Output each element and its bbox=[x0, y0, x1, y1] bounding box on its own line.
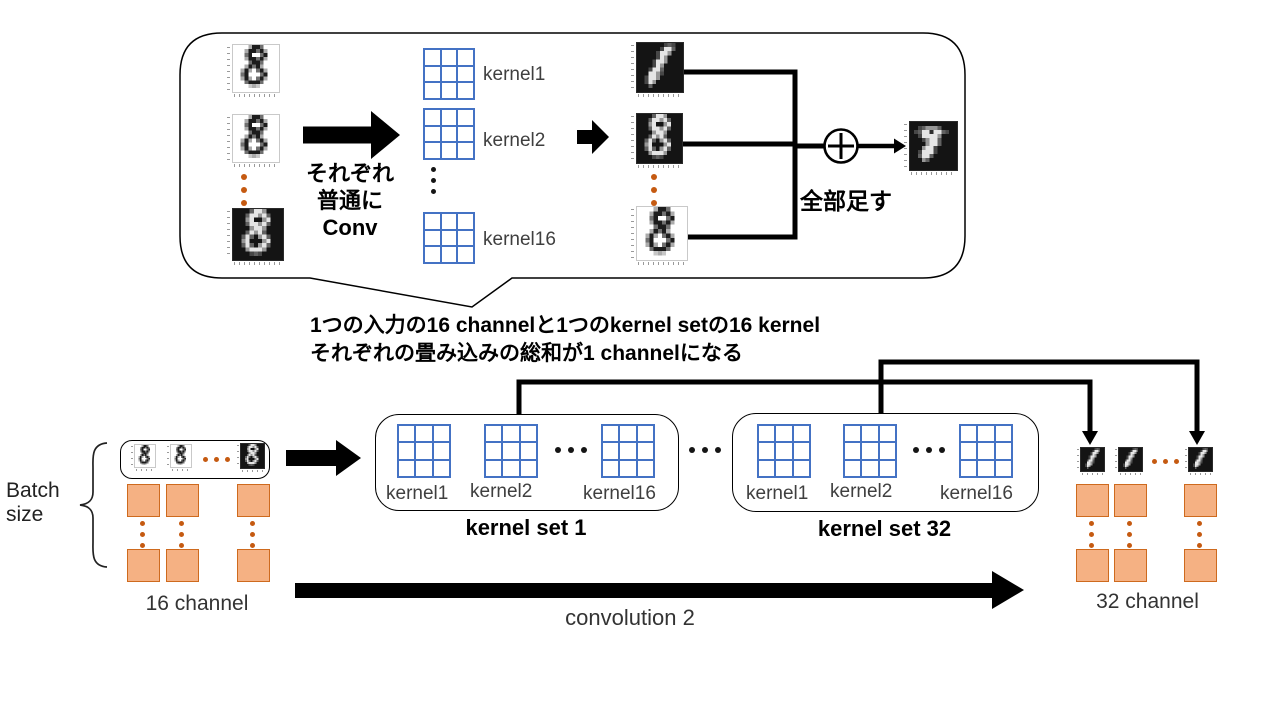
channel-square bbox=[1076, 549, 1109, 582]
ellipsis-dots-vertical bbox=[428, 166, 438, 194]
kernel-grid bbox=[484, 424, 538, 478]
kernel1-label: kernel1 bbox=[386, 483, 449, 504]
kernel2-label: kernel2 bbox=[830, 481, 893, 502]
kernel-grid bbox=[843, 424, 897, 478]
callout-input-image-16 bbox=[226, 208, 284, 268]
ellipsis-dots-vertical bbox=[247, 520, 257, 548]
ellipsis-dots-horizontal bbox=[689, 446, 721, 454]
callout-conv-result-image-1 bbox=[630, 42, 684, 100]
small-right-arrow-icon bbox=[577, 120, 609, 154]
channel-square bbox=[166, 484, 199, 517]
caption-line2: それぞれの畳み込みの総和が1 channelになる bbox=[310, 342, 743, 365]
ellipsis-dots-horizontal bbox=[199, 455, 233, 463]
batch-size-brace bbox=[79, 442, 108, 568]
kernel-set32-title: kernel set 32 bbox=[817, 516, 952, 541]
kernel-grid bbox=[397, 424, 451, 478]
kernel1-label: kernel1 bbox=[746, 483, 809, 504]
conv-instruction-text: それぞれ 普通に Conv bbox=[288, 160, 412, 241]
channel-square bbox=[1184, 549, 1217, 582]
conv-right-arrow-icon bbox=[303, 111, 400, 159]
callout-conv-result-image-16 bbox=[630, 206, 688, 268]
ellipsis-dots-horizontal bbox=[913, 446, 945, 454]
kernel-grid bbox=[959, 424, 1013, 478]
kernel-grid-16 bbox=[423, 212, 475, 264]
callout-input-image-2 bbox=[226, 114, 280, 170]
convolution2-arrow-icon bbox=[295, 571, 1024, 609]
conv-instruction-line2: 普通に bbox=[316, 188, 383, 213]
channel-square bbox=[127, 484, 160, 517]
kernel-set32-connector bbox=[878, 359, 1205, 445]
ellipsis-dots-vertical bbox=[1086, 520, 1096, 548]
kernel2-label: kernel2 bbox=[483, 130, 546, 151]
kernel1-label: kernel1 bbox=[483, 64, 546, 85]
callout-sum-result-image bbox=[903, 121, 958, 178]
kernel-set1-connector bbox=[516, 379, 1098, 445]
batch-size-line1: Batch bbox=[6, 479, 60, 502]
batch-size-label: Batch size bbox=[6, 479, 60, 527]
output-channel-image-2 bbox=[1114, 447, 1143, 477]
callout-conv-result-image-2 bbox=[630, 113, 683, 171]
output-channel-image-32 bbox=[1184, 447, 1213, 477]
kernel16-label: kernel16 bbox=[940, 483, 1013, 504]
sum-output-arrowhead bbox=[894, 138, 906, 154]
ellipsis-dots-vertical bbox=[137, 520, 147, 548]
channel-square bbox=[166, 549, 199, 582]
kernel-grid-2 bbox=[423, 108, 475, 160]
input-channel-image-16 bbox=[236, 443, 265, 474]
sum-connector-lines bbox=[683, 69, 824, 240]
sum-all-text: 全部足す bbox=[800, 188, 892, 214]
input-channel-image-1 bbox=[130, 444, 156, 473]
ellipsis-dots-horizontal bbox=[1148, 457, 1182, 465]
kernel-set1-title: kernel set 1 bbox=[465, 515, 587, 540]
channel-square bbox=[1114, 484, 1147, 517]
caption-line1: 1つの入力の16 channelと1つのkernel setの16 kernel bbox=[310, 314, 821, 337]
kernel16-label: kernel16 bbox=[583, 483, 656, 504]
ellipsis-dots-vertical bbox=[176, 520, 186, 548]
input-channel-count-label: 16 channel bbox=[145, 592, 249, 615]
conv-instruction-line1: それぞれ bbox=[305, 161, 394, 186]
channel-square bbox=[1076, 484, 1109, 517]
output-channel-count-label: 32 channel bbox=[1096, 590, 1199, 613]
channel-square bbox=[237, 484, 270, 517]
output-channel-image-1 bbox=[1076, 447, 1105, 477]
ellipsis-dots-horizontal bbox=[555, 446, 587, 454]
callout-input-image-1 bbox=[226, 44, 280, 100]
channel-square bbox=[1184, 484, 1217, 517]
ellipsis-dots-vertical bbox=[1124, 520, 1134, 548]
kernel-grid bbox=[601, 424, 655, 478]
kernel2-label: kernel2 bbox=[470, 481, 533, 502]
channel-square bbox=[1114, 549, 1147, 582]
kernel-grid bbox=[757, 424, 811, 478]
batch-size-line2: size bbox=[6, 503, 44, 526]
kernel16-label: kernel16 bbox=[483, 229, 556, 250]
ellipsis-dots-vertical bbox=[238, 174, 250, 206]
kernel-grid-1 bbox=[423, 48, 475, 100]
caption-text: 1つの入力の16 channelと1つのkernel setの16 kernel… bbox=[310, 312, 820, 368]
conv-instruction-line3: Conv bbox=[322, 215, 378, 240]
channel-square bbox=[237, 549, 270, 582]
convolution2-label: convolution 2 bbox=[565, 605, 695, 630]
ellipsis-dots-vertical bbox=[648, 174, 660, 206]
channel-square bbox=[127, 549, 160, 582]
input-right-arrow-icon bbox=[286, 440, 361, 476]
input-channel-image-2 bbox=[166, 444, 192, 473]
ellipsis-dots-vertical bbox=[1194, 520, 1204, 548]
plus-sign-icon bbox=[828, 133, 854, 159]
